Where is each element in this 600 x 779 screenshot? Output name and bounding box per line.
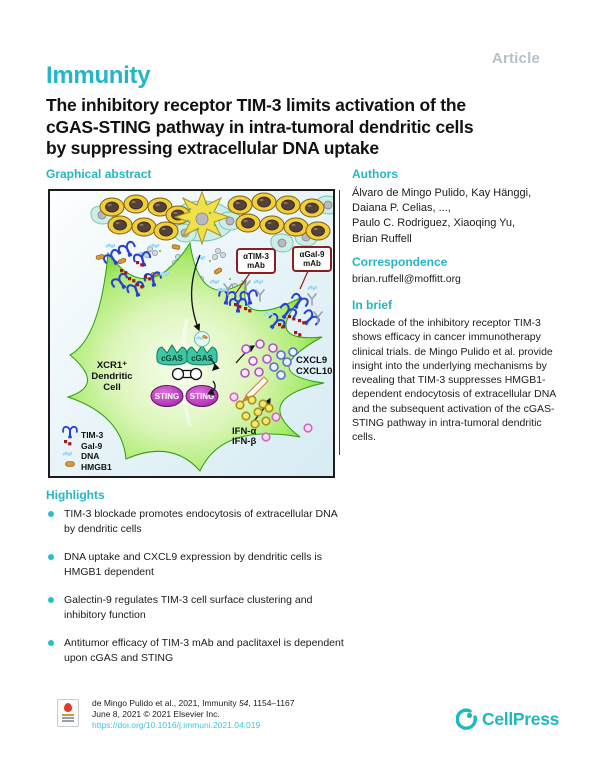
highlight-item: TIM-3 blockade promotes endocytosis of e… bbox=[46, 507, 366, 537]
highlight-line: by dendritic cells bbox=[64, 523, 142, 535]
author-line: Daiana P. Celias, ..., bbox=[352, 202, 451, 215]
graphical-abstract-heading: Graphical abstract bbox=[46, 167, 152, 181]
hmgb1-icon bbox=[65, 461, 75, 467]
graphical-abstract-svg: XCR1⁺ Dendritic Cell cGAS cGAS STING STI… bbox=[50, 190, 340, 476]
cgamp-molecule bbox=[171, 367, 203, 381]
highlights-list: TIM-3 blockade promotes endocytosis of e… bbox=[46, 507, 366, 679]
dying-tumor-cell-starburst bbox=[173, 190, 231, 246]
cgas-label: cGAS bbox=[161, 354, 183, 363]
cellpress-logo-icon bbox=[456, 708, 477, 730]
author-line: Brian Ruffell bbox=[352, 232, 412, 245]
highlights-heading: Highlights bbox=[46, 488, 105, 502]
cell-label-line: Dendritic bbox=[91, 371, 132, 382]
badge-line bbox=[62, 720, 74, 722]
cell-label: XCR1⁺ Dendritic Cell bbox=[91, 360, 132, 393]
sting-label: STING bbox=[155, 392, 179, 401]
highlight-line: inhibitory function bbox=[64, 609, 146, 621]
cxcl9-label: CXCL9 bbox=[296, 355, 327, 366]
highlight-item: Antitumor efficacy of TIM-3 mAb and pacl… bbox=[46, 636, 366, 666]
highlight-line: upon cGAS and STING bbox=[64, 652, 174, 664]
highlight-line: HMGB1 dependent bbox=[64, 566, 154, 578]
endosome-with-dna bbox=[194, 331, 210, 347]
paper-title-line: The inhibitory receptor TIM-3 limits act… bbox=[46, 95, 466, 115]
ifn-cytokines bbox=[229, 392, 313, 442]
badge-line bbox=[62, 717, 74, 719]
cell-label-line: XCR1⁺ bbox=[97, 360, 127, 371]
paper-title-line: cGAS-STING pathway in intra-tumoral dend… bbox=[46, 116, 474, 137]
bullet-icon bbox=[48, 597, 54, 603]
author-line: Paulo C. Rodriguez, Xiaoqing Yu, bbox=[352, 217, 516, 230]
highlight-line: Galectin-9 regulates TIM-3 cell surface … bbox=[64, 594, 313, 606]
bullet-icon bbox=[48, 511, 54, 517]
citation-line: de Mingo Pulido et al., 2021, Immunity 5… bbox=[92, 698, 295, 708]
cxcl-labels: CXCL9 CXCL10 bbox=[296, 355, 332, 377]
paper-title: The inhibitory receptor TIM-3 limits act… bbox=[46, 95, 551, 160]
cxcl-chemokines bbox=[240, 339, 298, 380]
highlight-line: DNA uptake and CXCL9 expression by dendr… bbox=[64, 551, 322, 563]
graphical-abstract-figure: XCR1⁺ Dendritic Cell cGAS cGAS STING STI… bbox=[48, 189, 340, 478]
tim3-mab-label: mAb bbox=[247, 261, 265, 270]
highlight-line: Antitumor efficacy of TIM-3 mAb and pacl… bbox=[64, 637, 344, 649]
ifn-alpha-label: IFN-α bbox=[232, 426, 256, 437]
in-brief-text: Blockade of the inhibitory receptor TIM-… bbox=[352, 317, 556, 444]
cellpress-logo-text: CellPress bbox=[482, 708, 560, 729]
sting-left: STING bbox=[150, 385, 184, 407]
journal-title: Immunity bbox=[46, 62, 151, 89]
dna-icon bbox=[62, 451, 73, 456]
cgas-label: cGAS bbox=[191, 354, 213, 363]
bullet-icon bbox=[48, 554, 54, 560]
sting-label: STING bbox=[190, 392, 214, 401]
tumor-cells bbox=[90, 190, 340, 253]
badge-line bbox=[62, 714, 74, 716]
citation-date-line: June 8, 2021 © 2021 Elsevier Inc. bbox=[92, 709, 220, 720]
check-for-updates-badge[interactable] bbox=[57, 699, 79, 727]
citation-volume: 54 bbox=[238, 698, 249, 708]
legend-label: Gal-9 bbox=[81, 441, 103, 451]
highlight-item: Galectin-9 regulates TIM-3 cell surface … bbox=[46, 593, 366, 623]
gal9-mab-label: mAb bbox=[303, 259, 321, 268]
doi-link[interactable]: https://doi.org/10.1016/j.immuni.2021.04… bbox=[92, 720, 261, 731]
legend-label: HMGB1 bbox=[81, 462, 112, 472]
citation-block: de Mingo Pulido et al., 2021, Immunity 5… bbox=[92, 698, 294, 732]
highlight-line: TIM-3 blockade promotes endocytosis of e… bbox=[64, 508, 338, 520]
crossmark-icon bbox=[64, 703, 72, 712]
ifn-labels: IFN-α IFN-β bbox=[232, 426, 256, 447]
authors-heading: Authors bbox=[352, 167, 398, 181]
cgas-left: cGAS bbox=[156, 344, 188, 366]
bullet-icon bbox=[48, 640, 54, 646]
correspondence-heading: Correspondence bbox=[352, 255, 448, 269]
sting-right: STING bbox=[185, 385, 219, 407]
tim3-mab-label: αTIM-3 bbox=[243, 252, 269, 261]
cgas-right: cGAS bbox=[186, 344, 218, 366]
author-line: Álvaro de Mingo Pulido, Kay Hänggi, bbox=[352, 187, 532, 199]
figure-legend: TIM-3 Gal-9 DNA HMGB1 bbox=[62, 425, 112, 472]
legend-label: DNA bbox=[81, 451, 99, 461]
ifn-beta-label: IFN-β bbox=[232, 436, 256, 447]
cellpress-logo[interactable]: CellPress bbox=[456, 708, 559, 730]
cxcl10-label: CXCL10 bbox=[296, 366, 332, 377]
paper-title-line: by suppressing extracellular DNA uptake bbox=[46, 138, 379, 158]
column-divider bbox=[339, 190, 340, 455]
gal9-mab-box: αGal-9 mAb bbox=[292, 246, 332, 290]
article-type-label: Article bbox=[491, 50, 540, 67]
gal9-mab-label: αGal-9 bbox=[300, 250, 325, 259]
correspondence-email-link[interactable]: brian.ruffell@moffitt.org bbox=[352, 273, 461, 285]
tim3-mab-box: αTIM-3 mAb bbox=[235, 248, 276, 294]
cell-label-line: Cell bbox=[103, 382, 120, 393]
legend-label: TIM-3 bbox=[81, 430, 103, 440]
highlight-item: DNA uptake and CXCL9 expression by dendr… bbox=[46, 550, 366, 580]
authors-list: Álvaro de Mingo Pulido, Kay Hänggi, Daia… bbox=[352, 186, 531, 247]
in-brief-heading: In brief bbox=[352, 298, 393, 312]
